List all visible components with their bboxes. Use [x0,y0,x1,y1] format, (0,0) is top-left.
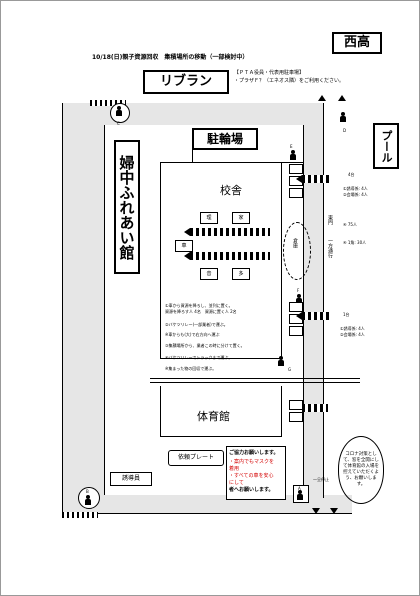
east-gate-label: 東門 [327,215,333,225]
flow-arrow-icon [296,175,302,183]
road-top-horizontal [62,103,322,125]
school-building [160,162,282,359]
libran-label: リブラン [143,70,229,94]
f-count-2: ②会場係: 4人 [340,332,365,337]
road-edge-line [303,125,304,495]
instruction-5: ※集まった物の回収で運ぶ。 [165,366,217,371]
point-e-label: E [290,144,293,149]
flow-arrow-band [302,404,328,412]
corona-note-text: コロナ対策として、窓を全開にして体育館の入場を控えていただくよう、お願いします。 [343,452,379,487]
parking-notice-title: 【ＰＴＡ役員・代表用駐車場】 [234,70,305,76]
notice-title: ご協力お願いします。 [229,450,279,456]
stop-label: 一旦停止 [313,477,329,482]
room-box: 音 [200,268,218,280]
room-box: 多 [232,268,250,280]
car-icon [289,188,303,198]
community-hall-label: 婦中ふれあい館 [114,140,140,274]
flow-arrow-band [302,175,332,183]
notice-red-3: ・すべての車を安心 [229,473,274,479]
guide-person-icon [116,106,122,116]
point-b-label: B [86,489,89,494]
mid-count: ④ 75人 [343,222,357,227]
fence-chain [62,512,98,518]
room-box: 車 [175,240,193,252]
road-right-vertical [303,103,323,498]
instruction-2: ②バケツリレー(一部業者)で運ぶ。 [165,322,228,327]
road-edge-line [62,513,352,514]
flow-arrow-band [302,312,332,320]
point-d-label: D [343,128,347,133]
arrow-up-icon [338,95,346,101]
f-col-count: 1台 [343,312,350,317]
guide-person-icon [340,112,346,122]
guide-label: 誘導員 [110,472,152,486]
parking-label: 駐輪場 [192,128,258,150]
room-box: 理 [200,212,218,224]
point-a-label: A [298,486,301,491]
divider-line [150,382,360,383]
instruction-1b: 資源を降ろす人 4名 資源に置く人 2名 [165,309,237,314]
guide-person-icon [278,356,284,366]
notice-red-4: にして [229,480,244,486]
e-col-count: 4台 [348,172,355,177]
e-count-1: ①誘導係: 4人 [343,186,368,191]
fence-chain [90,100,126,106]
guide-person-icon [290,150,296,160]
flow-arrow-icon [184,228,190,236]
road-edge-line [323,103,324,498]
divider-line [150,378,360,379]
flow-arrow-icon [184,252,190,260]
notice-red-1: ・案内でもマスクを [229,459,275,465]
car-icon [289,302,303,312]
point-g-label: G [288,367,292,372]
room-box: 家 [232,212,250,224]
school-label: 西高 [332,32,382,54]
instruction-3: ③集積場所から、業者この時に分けて置く。 [165,343,245,348]
school-building-label: 校舎 [220,184,242,197]
notice-end: 者へお願いします。 [229,487,274,493]
corona-note: コロナ対策として、窓を全開にして体育館の入場を控えていただくよう、お願いします。 [338,436,384,504]
instruction-4: ④バケツリレーでトラックまで運ぶ。 [165,355,233,360]
flow-arrow-band [190,228,270,236]
flow-arrow-band [190,252,270,260]
car-icon [289,400,303,410]
car-icon [289,412,303,422]
gym-building [160,386,282,437]
notice-red-2: 着用 [229,466,240,472]
instruction-1: ①車から資源を降ろし、並列に置く。 [165,303,233,308]
pool-label: プール [373,123,399,169]
guide-person-icon [296,294,302,304]
shed-area [283,222,311,280]
instruction-2b: ※車からも(大)で右方向へ運ぶ [165,332,220,337]
page-title: 10/18(日)親子資源回収 集積場所の移動（一部検討中） [92,54,249,61]
road-edge-line [62,103,63,513]
f-count-1: ①誘導係: 4人 [340,326,365,331]
arrow-up-icon [318,95,326,101]
parking-notice-body: ・プラザＦ？（エネオス隣）をご利用ください。 [234,78,345,84]
guide-person-icon [85,495,91,505]
parking-area [192,148,303,163]
road-left-vertical [62,103,104,513]
arrow-down-icon [330,508,338,514]
shed-label: 倉庫 [292,238,298,248]
guide-person-icon [297,490,303,500]
mid-count-2: ④ 1角: 30人 [343,240,367,245]
arrow-down-icon [312,508,320,514]
gym-label: 体育館 [197,410,230,423]
e-count-2: ②会場係: 4人 [343,192,368,197]
car-icon [289,164,303,174]
cooperation-notice: ご協力お願いします。 ・案内でもマスクを 着用 ・すべての車を安心 にして 者へ… [226,446,286,500]
one-way-label: 一方通行 [327,238,333,258]
request-plate-label: 依頼プレート [168,450,224,466]
point-c-label: C [117,121,120,126]
point-f-label: F [297,288,300,293]
road-edge-line [104,125,105,495]
flow-arrow-icon [296,312,302,320]
car-icon [289,326,303,336]
